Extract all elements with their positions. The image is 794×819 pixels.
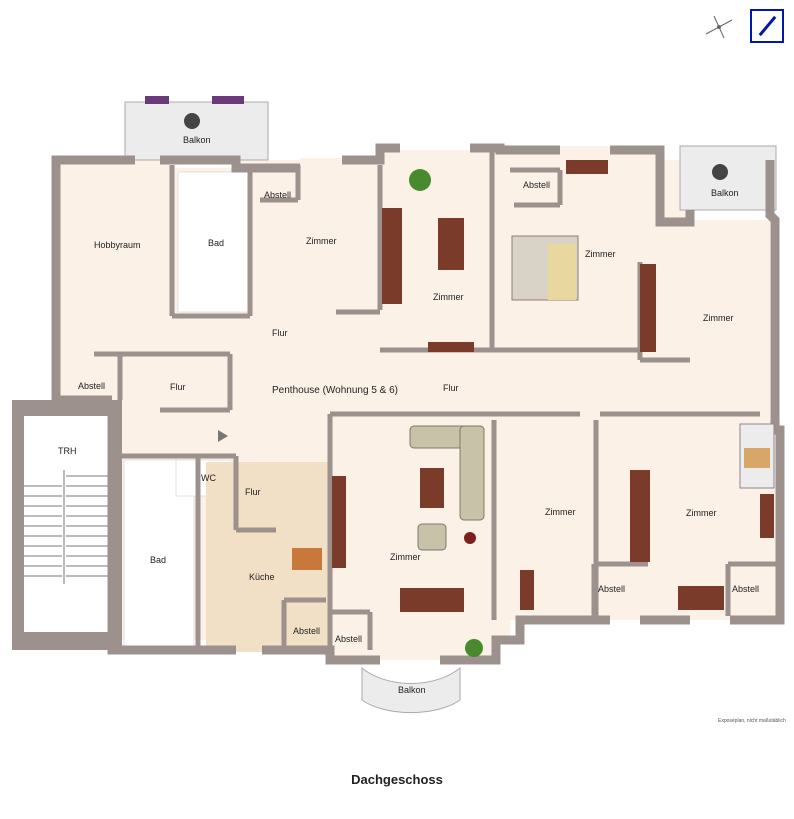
plants (409, 169, 483, 657)
walls (51, 143, 785, 665)
beds (511, 235, 775, 489)
room-label-flur-2: Flur (170, 382, 186, 392)
plan-note: Exposéplan, nicht maßstäblich (718, 718, 786, 724)
room-label-kueche: Küche (249, 572, 275, 582)
room-label-abstell-7: Abstell (732, 584, 760, 594)
room-label-bad-top: Bad (208, 238, 225, 248)
room-label-abstell-3: Abstell (78, 381, 106, 391)
tiled-rooms (123, 171, 249, 651)
room-label-trh: TRH (58, 446, 77, 456)
room-label-zimmer-6: Zimmer (686, 508, 717, 518)
furniture (292, 160, 774, 612)
room-label-zimmer-1: Zimmer (306, 236, 337, 246)
inner-walls (94, 152, 776, 650)
balconies (124, 101, 777, 714)
stairwell (12, 400, 228, 650)
sofas (409, 425, 485, 551)
bank-logo-icon (750, 9, 784, 43)
room-label-penthouse: Penthouse (Wohnung 5 & 6) (272, 385, 399, 396)
balcony-furniture (145, 96, 728, 180)
room-label-abstell-2: Abstell (523, 180, 551, 190)
room-label-zimmer-2: Zimmer (433, 292, 464, 302)
room-label-flur-4: Flur (245, 487, 261, 497)
room-label-bad-bottom: Bad (150, 555, 167, 565)
room-label-flur-1: Flur (272, 328, 288, 338)
room-label-zimmer-3: Zimmer (585, 249, 616, 259)
room-label-abstell-1: Abstell (264, 190, 292, 200)
floor-title: Dachgeschoss (351, 772, 443, 787)
room-label-wc: WC (201, 473, 216, 483)
room-label-zimmer-4: Zimmer (703, 313, 734, 323)
room-label-hobbyraum: Hobbyraum (94, 240, 141, 250)
room-label-abstell-6: Abstell (598, 584, 626, 594)
room-label-zimmer-living: Zimmer (390, 552, 421, 562)
room-label-balkon-top: Balkon (183, 135, 211, 145)
room-label-balkon-right: Balkon (711, 188, 739, 198)
room-label-abstell-4: Abstell (293, 626, 321, 636)
room-label-balkon-bottom: Balkon (398, 685, 426, 695)
compass-icon (705, 15, 733, 39)
room-label-zimmer-5: Zimmer (545, 507, 576, 517)
room-label-flur-3: Flur (443, 383, 459, 393)
room-label-abstell-5: Abstell (335, 634, 363, 644)
